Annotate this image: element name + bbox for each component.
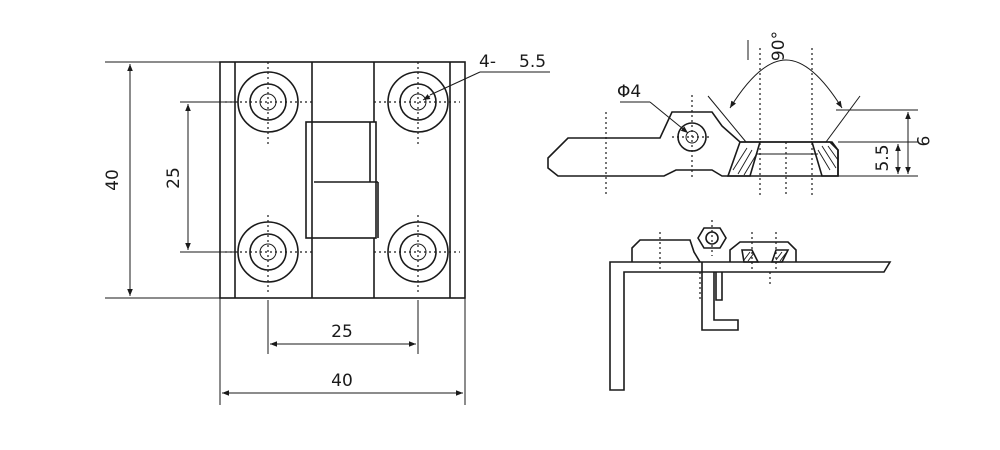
angle-dim-label: 90° [769,31,789,61]
thickness-dim-label: 9 [912,136,932,147]
mounting-hole-bottom-right [374,215,460,295]
pin-dim-label: Φ4 [617,82,641,102]
hole-h-spacing-label: 25 [331,322,353,342]
side-plate-outline [547,111,839,177]
front-view: 4- 5.5 40 25 25 40 [103,52,550,405]
height-dimension: 40 [103,61,220,299]
side-section-view: Φ4 90° [547,31,932,195]
mounting-view [609,220,892,391]
hinge-knuckle [305,121,379,239]
mounting-hole-bottom-left [225,215,312,295]
height-dim-label: 40 [103,169,123,191]
hole-v-spacing-label: 25 [164,167,184,189]
hole-note-value: 5.5 [519,52,546,72]
upper-leaf [631,239,701,263]
hole-horizontal-spacing-dimension: 25 [267,300,419,354]
plate-outline [219,61,466,299]
lower-leaf [701,262,739,331]
mounting-hole-top-left [225,62,312,145]
depth-dimensions: 5.5 9 [836,109,932,177]
depth-dim-label: 5.5 [873,144,893,171]
hole-callout: 4- 5.5 [422,52,550,101]
angle-bracket [609,261,892,391]
mounting-pin [697,220,727,256]
hole-vertical-spacing-dimension: 25 [164,101,238,253]
hole-note-prefix: 4- [479,52,496,72]
angle-dimension: 90° [729,31,843,109]
width-dim-label: 40 [331,371,353,391]
mounting-countersink [729,232,797,272]
mounting-hole-top-right [374,62,460,145]
width-dimension: 40 [219,298,466,405]
countersink-section [707,48,861,195]
